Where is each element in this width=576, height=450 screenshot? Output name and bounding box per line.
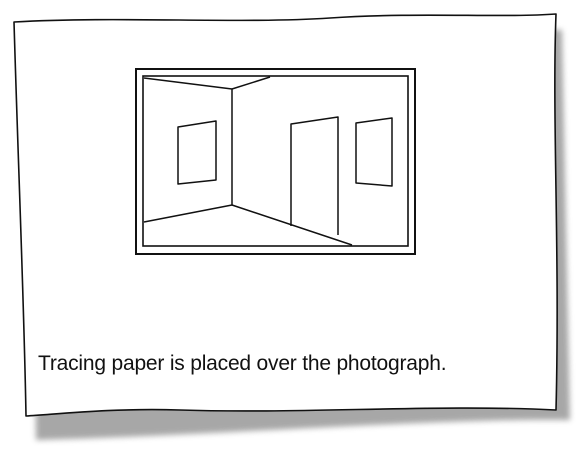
caption-text: Tracing paper is placed over the photogr… — [38, 352, 538, 376]
